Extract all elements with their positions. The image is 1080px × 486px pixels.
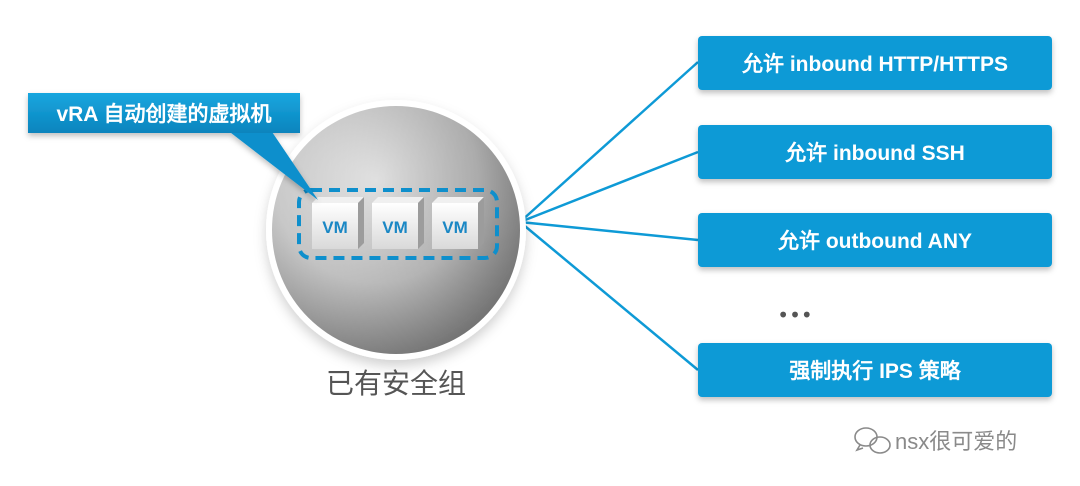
connector-line [519, 61, 699, 223]
connector-lines [519, 61, 699, 371]
group-caption: 已有安全组 [326, 368, 466, 399]
vm-group-outline [297, 188, 499, 260]
connector-line [519, 150, 699, 224]
rule-box: 允许 inbound HTTP/HTTPS [698, 36, 1052, 90]
vm-label: VM [442, 218, 468, 237]
rule-label: 强制执行 IPS 策略 [789, 359, 962, 383]
rule-label: 允许 outbound ANY [777, 229, 972, 253]
connector-line [519, 221, 699, 371]
rule-box: 允许 outbound ANY [698, 213, 1052, 267]
callout-label: vRA 自动创建的虚拟机 [56, 102, 271, 126]
vm-label: VM [382, 218, 408, 237]
vm-cube: VM [312, 197, 364, 249]
rule-box: 允许 inbound SSH [698, 125, 1052, 179]
ellipsis: ••• [777, 303, 812, 327]
rule-label: 允许 inbound SSH [784, 141, 965, 165]
vm-cube: VM [372, 197, 424, 249]
vm-label: VM [322, 218, 348, 237]
wechat-icon [854, 427, 891, 454]
vra-callout: vRA 自动创建的虚拟机 [28, 93, 318, 200]
vm-cube: VM [432, 197, 484, 249]
security-group-sphere [266, 100, 526, 360]
rule-box: 强制执行 IPS 策略 [698, 343, 1052, 397]
watermark: nsx很可爱的 [854, 427, 1017, 454]
connector-line [519, 220, 699, 242]
rule-label: 允许 inbound HTTP/HTTPS [741, 52, 1008, 76]
watermark-text: nsx很可爱的 [895, 429, 1017, 454]
